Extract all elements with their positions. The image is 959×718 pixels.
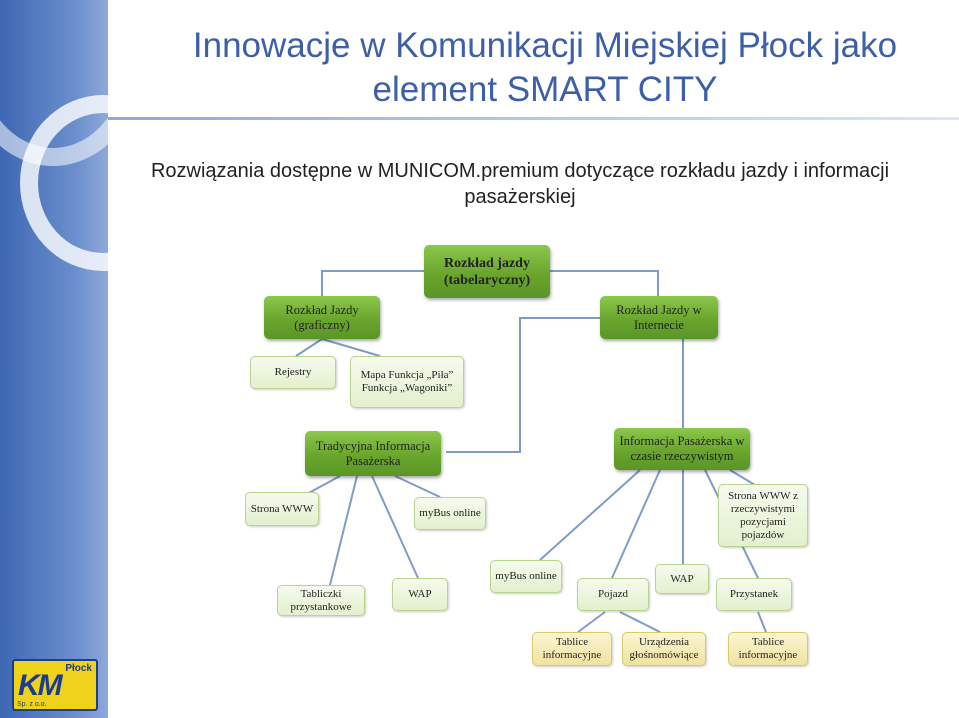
- node-www-site: Strona WWW: [245, 492, 319, 526]
- slide-title: Innowacje w Komunikacji Miejskiej Płock …: [192, 26, 898, 109]
- node-mybus-left: myBus online: [414, 497, 486, 530]
- connector: [577, 611, 606, 633]
- node-stop-tables: Tabliczki przystankowe: [277, 585, 365, 616]
- node-vehicle: Pojazd: [577, 578, 649, 611]
- node-info-boards-vehicle: Tablice informacyjne: [532, 632, 612, 666]
- connector: [539, 469, 641, 561]
- node-traditional-info: Tradycyjna Informacja Pasażerska: [305, 431, 441, 476]
- connector: [619, 611, 661, 633]
- connector: [757, 611, 767, 633]
- connector: [729, 469, 756, 486]
- node-wap-left: WAP: [392, 578, 448, 611]
- connector: [329, 475, 358, 586]
- node-mybus-right: myBus online: [490, 560, 562, 593]
- title-divider: [108, 117, 959, 120]
- node-internet-timetable: Rozkład Jazdy w Internecie: [600, 296, 718, 339]
- connector: [446, 317, 600, 453]
- connector: [295, 338, 323, 357]
- logo-city: Płock: [65, 663, 92, 674]
- connector: [304, 475, 341, 496]
- slide-subtitle: Rozwiązania dostępne w MUNICOM.premium d…: [150, 160, 890, 208]
- node-root-timetable: Rozkład jazdy (tabelaryczny): [424, 245, 550, 298]
- connector: [394, 475, 441, 498]
- connector: [321, 338, 381, 357]
- km-plock-logo: Płock KM Sp. z o.o.: [12, 659, 98, 711]
- logo-company: Sp. z o.o.: [17, 701, 47, 708]
- node-realtime-info: Informacja Pasażerska w czasie rzeczywis…: [614, 428, 750, 470]
- node-wap-right: WAP: [655, 564, 709, 594]
- connector: [611, 469, 661, 579]
- node-info-boards-stop: Tablice informacyjne: [728, 632, 808, 666]
- sidebar-decoration: [0, 0, 108, 718]
- node-map-functions: Mapa Funkcja „Piła” Funkcja „Wagoniki”: [350, 356, 464, 408]
- node-registers: Rejestry: [250, 356, 336, 389]
- node-stop: Przystanek: [716, 578, 792, 611]
- node-graphical-timetable: Rozkład Jazdy (graficzny): [264, 296, 380, 339]
- connector: [321, 270, 424, 296]
- node-www-realtime: Strona WWW z rzeczywistymi pozycjami poj…: [718, 484, 808, 547]
- connector: [371, 475, 419, 579]
- logo-mark: KM: [18, 669, 63, 702]
- node-pa-devices: Urządzenia głośnomówiące: [622, 632, 706, 666]
- connector: [550, 270, 659, 296]
